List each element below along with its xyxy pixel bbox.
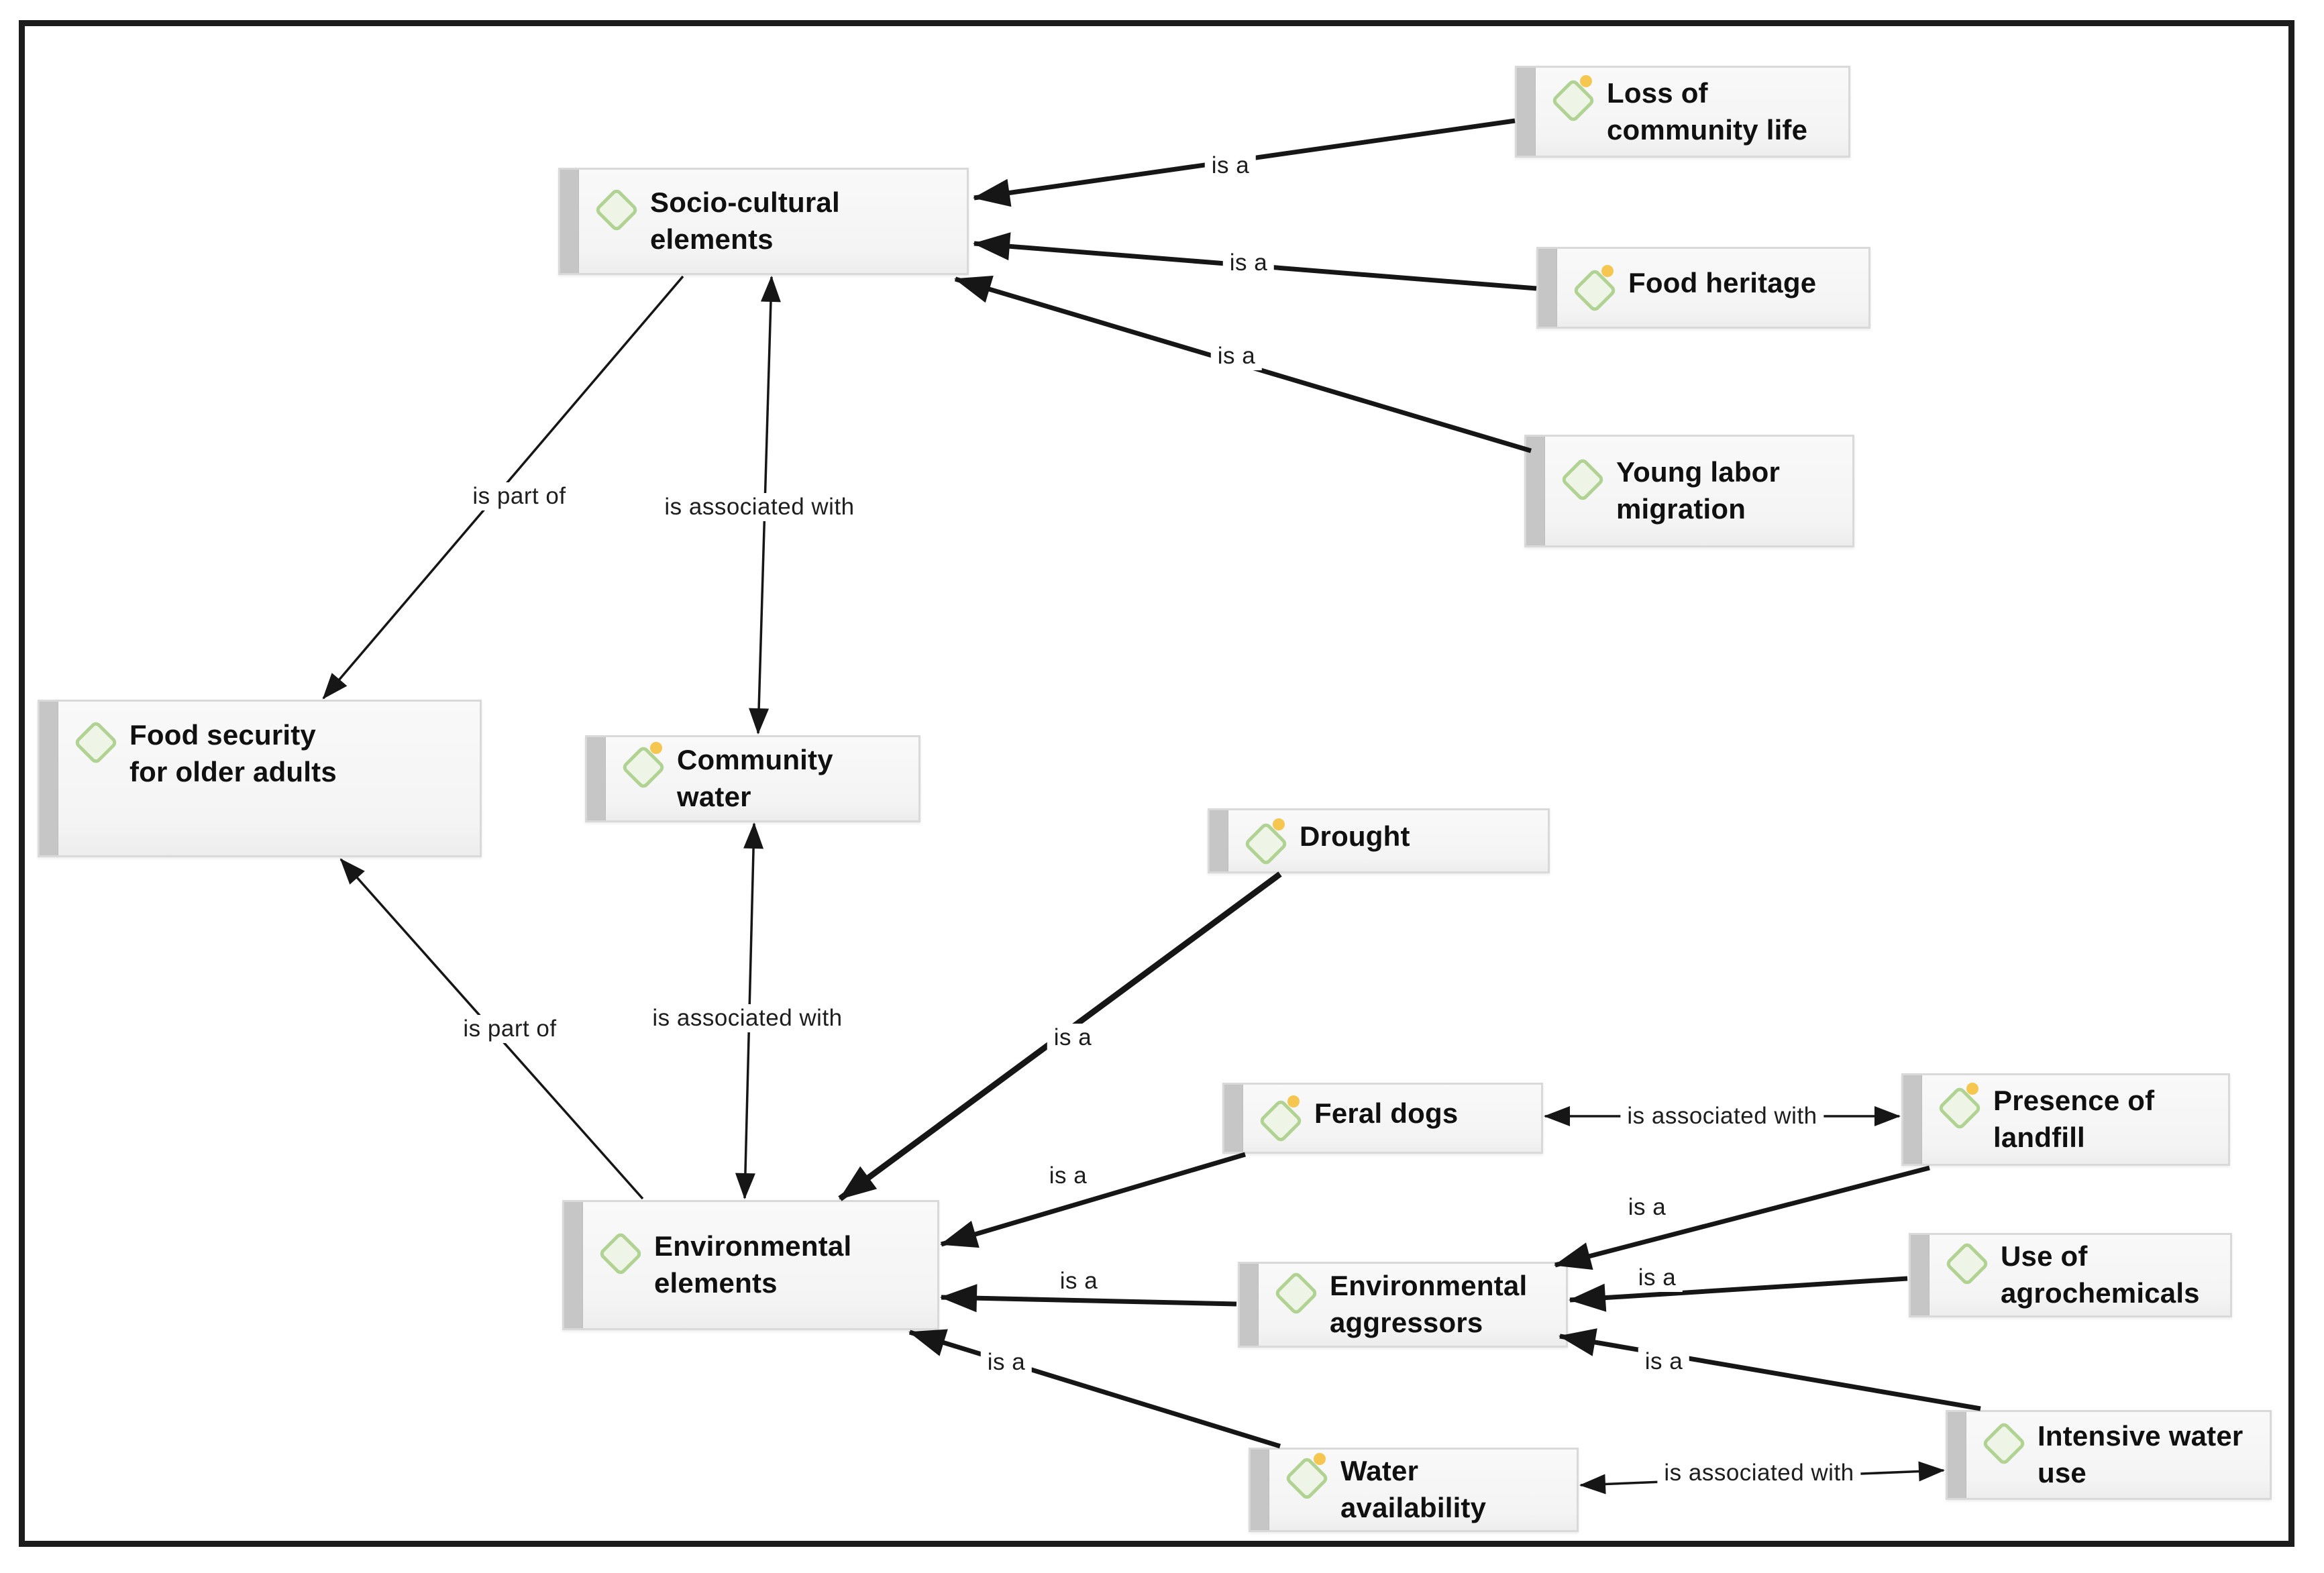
node-accent-strip: [1224, 1085, 1243, 1152]
edge-label-is-associated-with: is associated with: [1620, 1102, 1824, 1130]
concept-diamond-icon: [596, 1230, 643, 1277]
status-dot-icon: [1966, 1083, 1978, 1095]
node-use-of-agrochemicals: Use of agrochemicals: [1909, 1233, 2232, 1317]
node-accent-strip: [1251, 1450, 1269, 1530]
node-label: Loss of community life: [1607, 76, 1808, 146]
edge-label-is-associated-with: is associated with: [645, 1004, 849, 1032]
node-presence-of-landfill: Presence of landfill: [1901, 1073, 2230, 1166]
node-drought: Drought: [1208, 808, 1550, 873]
concept-diamond-dot-icon: [1549, 74, 1596, 123]
edge-label-is-a: is a: [1631, 1264, 1683, 1292]
node-accent-strip: [1526, 437, 1545, 545]
node-intensive-water-use: Intensive water use: [1946, 1410, 2272, 1500]
node-label: Environmental elements: [654, 1230, 852, 1299]
node-label: Food heritage: [1628, 267, 1817, 299]
node-accent-strip: [564, 1202, 583, 1328]
status-dot-icon: [1273, 818, 1285, 830]
node-accent-strip: [1210, 810, 1228, 871]
node-label: Socio-cultural elements: [650, 186, 840, 255]
edge-label-is-a: is a: [1621, 1193, 1673, 1222]
node-accent-strip: [1538, 249, 1557, 327]
node-environmental-aggressors: Environmental aggressors: [1238, 1262, 1568, 1348]
node-community-water: Community water: [585, 735, 920, 822]
edge-label-is-a: is a: [1053, 1267, 1105, 1295]
concept-diamond-dot-icon: [1283, 1453, 1330, 1502]
node-accent-strip: [1911, 1235, 1930, 1315]
edge-label-is-a: is a: [1047, 1024, 1099, 1052]
node-accent-strip: [587, 737, 606, 820]
node-label: Water availability: [1340, 1455, 1487, 1523]
edge-label-is-a: is a: [1210, 342, 1263, 370]
node-accent-strip: [1903, 1075, 1922, 1164]
node-label: Community water: [677, 744, 833, 812]
concept-diamond-icon: [1943, 1240, 1990, 1287]
node-accent-strip: [1517, 68, 1536, 156]
status-dot-icon: [1314, 1453, 1326, 1466]
node-accent-strip: [560, 170, 579, 273]
node-food-heritage: Food heritage: [1536, 247, 1870, 329]
concept-diamond-icon: [1272, 1269, 1319, 1317]
node-label: Environmental aggressors: [1330, 1270, 1528, 1338]
status-dot-icon: [1580, 74, 1592, 87]
concept-diamond-dot-icon: [1936, 1083, 1983, 1132]
node-label: Feral dogs: [1314, 1097, 1459, 1129]
status-dot-icon: [1287, 1095, 1300, 1107]
node-environmental-elements: Environmental elements: [562, 1200, 939, 1330]
edge-label-is-a: is a: [1042, 1162, 1094, 1190]
node-water-availability: Water availability: [1249, 1448, 1579, 1532]
node-label: Food security for older adults: [129, 718, 337, 788]
concept-diamond-dot-icon: [1571, 265, 1618, 313]
concept-diamond-icon: [592, 186, 639, 233]
node-feral-dogs: Feral dogs: [1222, 1083, 1543, 1154]
node-accent-strip: [1948, 1412, 1966, 1498]
node-young-labor-migration: Young labor migration: [1524, 435, 1854, 547]
concept-diamond-dot-icon: [1257, 1095, 1304, 1144]
node-food-security-for-older-adults: Food security for older adults: [38, 700, 482, 857]
node-label: Young labor migration: [1616, 456, 1781, 525]
edge-label-is-a: is a: [980, 1348, 1033, 1376]
node-loss-of-community-life: Loss of community life: [1515, 66, 1850, 158]
concept-diamond-icon: [1559, 455, 1605, 503]
node-socio-cultural-elements: Socio-cultural elements: [558, 168, 969, 275]
edge-label-is-a: is a: [1222, 249, 1275, 277]
edge-label-is-a: is a: [1204, 152, 1257, 180]
status-dot-icon: [650, 742, 662, 755]
concept-diamond-dot-icon: [1242, 818, 1289, 867]
concept-diamond-dot-icon: [619, 742, 666, 791]
node-label: Drought: [1300, 820, 1410, 852]
edge-label-is-part-of: is part of: [456, 1015, 564, 1043]
node-label: Intensive water use: [2038, 1420, 2243, 1488]
concept-diamond-icon: [72, 718, 119, 765]
edge-label-is-associated-with: is associated with: [657, 493, 861, 521]
concept-diamond-icon: [1980, 1419, 2027, 1467]
node-accent-strip: [1240, 1264, 1259, 1346]
node-accent-strip: [40, 702, 58, 855]
edge-label-is-associated-with: is associated with: [1657, 1459, 1861, 1487]
node-label: Use of agrochemicals: [2001, 1240, 2200, 1309]
status-dot-icon: [1601, 265, 1614, 277]
edge-label-is-part-of: is part of: [466, 482, 573, 510]
edge-label-is-a: is a: [1638, 1348, 1690, 1376]
node-label: Presence of landfill: [1993, 1085, 2155, 1153]
